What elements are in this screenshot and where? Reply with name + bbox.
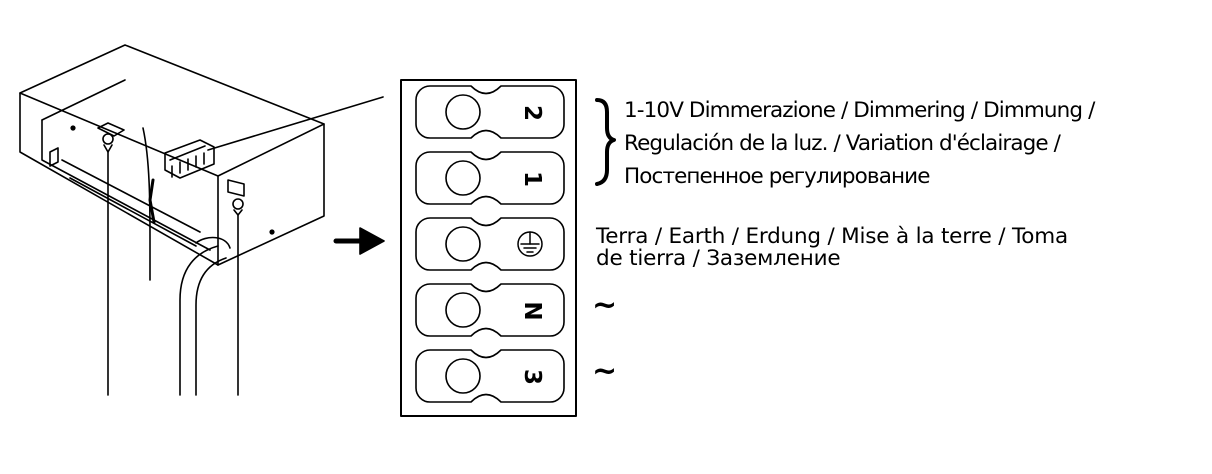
terminal-strip-frame: [400, 79, 577, 417]
terminal-slot-earth: [415, 217, 565, 271]
terminal-slot-2: [415, 85, 565, 139]
terminal-number-3: 3: [519, 369, 545, 385]
terminal-slot-n: [415, 283, 565, 337]
dimming-label-line-2: Regulación de la luz. / Variation d'écla…: [624, 131, 1061, 156]
earth-label-line-1: Terra / Earth / Erdung / Mise à la terre…: [596, 224, 1068, 249]
ac-tilde-n: ~: [592, 288, 618, 323]
arrow-right-icon: [333, 227, 385, 255]
power-cable: [179, 245, 219, 396]
dimming-label-line-1: 1-10V Dimmerazione / Dimmering / Dimmung…: [624, 98, 1095, 123]
inner-wire: [142, 127, 151, 281]
terminal-slot-1: [415, 151, 565, 205]
brace-icon: [595, 98, 616, 186]
earth-symbol-icon: [517, 231, 543, 257]
junction-box: [19, 44, 325, 266]
dimming-label-line-3: Постепенное регулирование: [624, 164, 930, 189]
terminal-slot-3: [415, 349, 565, 403]
terminal-number-1: 1: [519, 171, 545, 187]
terminal-number-2: 2: [519, 105, 545, 121]
leader-line: [207, 96, 384, 151]
terminal-number-n: N: [519, 301, 545, 320]
earth-label-line-2: de tierra / Заземление: [596, 246, 841, 271]
ac-tilde-3: ~: [592, 354, 618, 389]
